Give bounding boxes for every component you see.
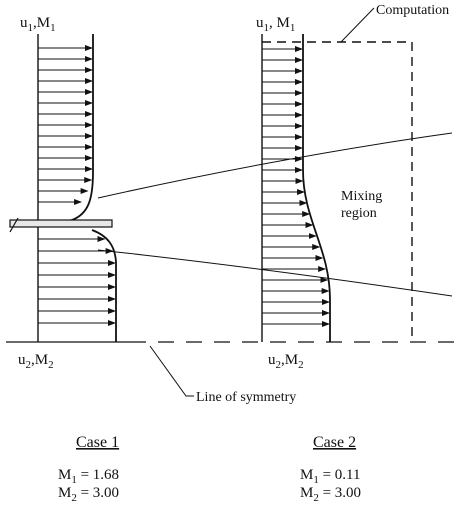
mixing-region-label-line-2: region — [341, 206, 377, 221]
mixing-lower-boundary — [97, 249, 453, 297]
left-velocity-profile — [9, 34, 117, 342]
mixing-upper-boundary — [97, 132, 453, 199]
case-1-m2: M2 = 3.00 — [58, 485, 119, 504]
case-2-title: Case 2 — [313, 434, 356, 451]
left-bottom-label: u2,M2 — [18, 352, 54, 371]
splitter-plate — [9, 217, 113, 233]
right-profile-arrows — [262, 46, 330, 327]
mixing-region-label-line-1: Mixing — [341, 189, 382, 204]
line-of-symmetry — [6, 341, 460, 397]
computation-domain-box — [262, 41, 413, 342]
case-2-m1: M1 = 0.11 — [300, 467, 361, 486]
computation-leader-line — [340, 7, 375, 43]
left-profile-arrows — [38, 45, 116, 326]
right-velocity-profile — [261, 34, 331, 342]
case-1-m1: M1 = 1.68 — [58, 467, 119, 486]
right-velocity-curve — [302, 34, 331, 342]
left-upper-velocity-curve — [55, 34, 94, 224]
symmetry-leader-line — [149, 345, 194, 397]
computation-label: Computation — [376, 3, 449, 18]
line-of-symmetry-label: Line of symmetry — [196, 390, 296, 405]
left-lower-velocity-curve — [91, 229, 117, 342]
case-1-title: Case 1 — [76, 434, 119, 451]
left-top-label: u1,M1 — [20, 15, 56, 34]
right-top-label: u1, M1 — [256, 15, 295, 34]
case-2-m2: M2 = 3.00 — [300, 485, 361, 504]
right-bottom-label: u2,M2 — [268, 352, 304, 371]
